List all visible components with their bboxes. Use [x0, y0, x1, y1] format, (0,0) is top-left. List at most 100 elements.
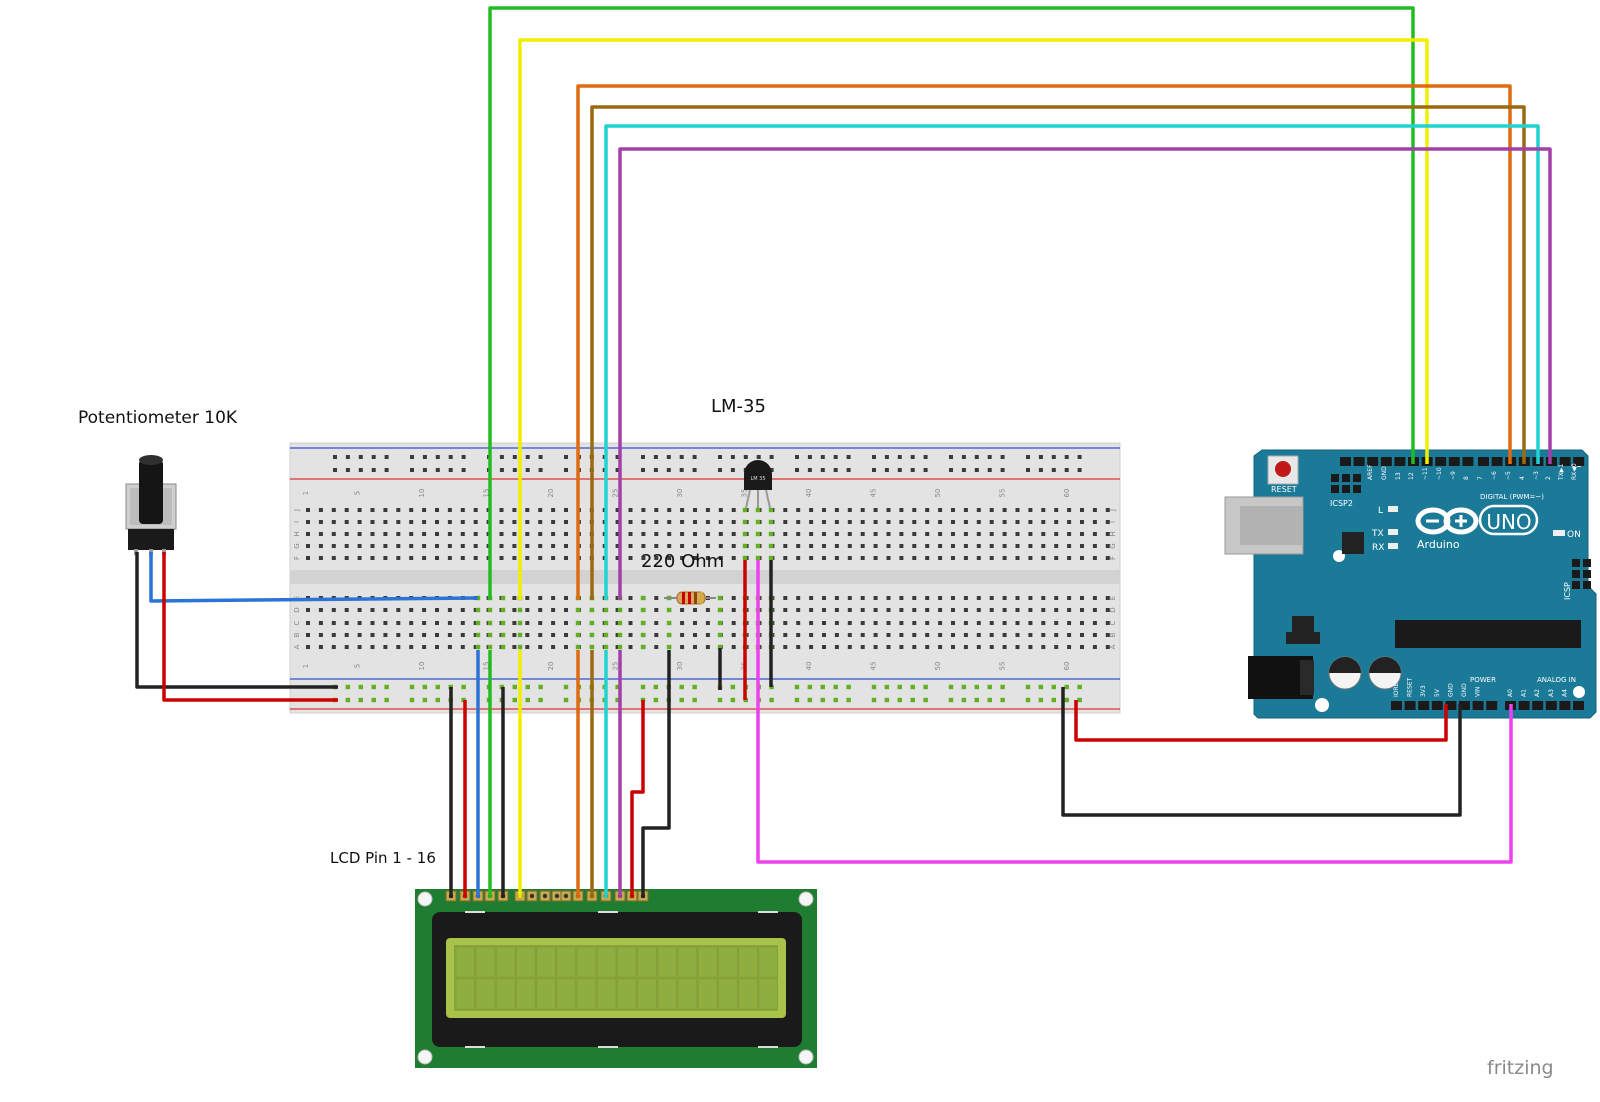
- rail-hole: [923, 468, 928, 472]
- breadboard-hole: [422, 608, 427, 612]
- rail-hole-connected: [345, 684, 351, 690]
- header-pin: [1418, 701, 1430, 710]
- rail-hole: [897, 468, 902, 472]
- breadboard-hole: [680, 556, 685, 560]
- breadboard-hole: [925, 596, 930, 600]
- rail-hole: [1026, 455, 1030, 459]
- breadboard-hole: [680, 508, 685, 512]
- breadboard-hole: [783, 633, 788, 637]
- breadboard-hole: [1067, 645, 1072, 649]
- row-letter: G: [293, 543, 301, 548]
- breadboard-hole: [886, 621, 891, 625]
- breadboard-hole: [886, 645, 891, 649]
- breadboard-hole: [989, 608, 994, 612]
- rail-hole: [615, 468, 620, 472]
- breadboard-hole: [564, 508, 568, 512]
- column-number-bottom: 50: [934, 662, 942, 671]
- connected-hole: [742, 531, 748, 537]
- led-label-on: ON: [1567, 530, 1581, 540]
- breadboard-hole: [422, 556, 427, 560]
- breadboard-hole: [796, 633, 801, 637]
- rail-hole-connected: [422, 697, 428, 703]
- wire-pot-red: [162, 552, 338, 702]
- rail-hole-connected: [1038, 684, 1044, 690]
- breadboard-hole: [951, 633, 955, 637]
- breadboard-hole: [344, 633, 349, 637]
- breadboard-hole: [357, 645, 362, 649]
- row-letter: H: [1109, 531, 1117, 536]
- breadboard-hole: [1105, 608, 1110, 612]
- breadboard-hole: [1041, 544, 1046, 548]
- rail-hole: [910, 455, 915, 459]
- rail-hole-connected: [730, 697, 736, 703]
- led-label-rx: RX: [1372, 543, 1384, 553]
- column-number-bottom: 25: [612, 662, 620, 671]
- breadboard-hole: [1080, 532, 1084, 536]
- rail-hole: [333, 455, 337, 459]
- breadboard-hole: [344, 544, 349, 548]
- breadboard-hole: [912, 621, 917, 625]
- icsp-pin: [1342, 474, 1350, 482]
- breadboard-hole: [1015, 532, 1020, 536]
- breadboard-hole: [1002, 544, 1007, 548]
- breadboard-hole: [963, 520, 968, 524]
- breadboard-hole: [460, 532, 465, 536]
- mount-hole: [417, 891, 433, 907]
- breadboard-hole: [705, 544, 710, 548]
- lcd-char-cell: [698, 946, 718, 978]
- breadboard-hole: [1080, 645, 1084, 649]
- breadboard-hole: [899, 532, 904, 536]
- breadboard-hole: [860, 621, 865, 625]
- breadboard-hole: [847, 645, 852, 649]
- breadboard-hole: [667, 520, 672, 524]
- breadboard-hole: [512, 544, 517, 548]
- rail-hole-connected: [1064, 697, 1069, 703]
- breadboard-hole: [886, 556, 891, 560]
- lcd-char-cell: [496, 946, 516, 978]
- breadboard-hole: [951, 645, 955, 649]
- breadboard-hole: [344, 621, 349, 625]
- breadboard-hole: [834, 596, 839, 600]
- breadboard-hole: [512, 596, 517, 600]
- breadboard-hole: [680, 621, 685, 625]
- breadboard-hole: [1067, 520, 1072, 524]
- breadboard-hole: [1028, 645, 1033, 649]
- breadboard-hole: [705, 508, 710, 512]
- breadboard-hole: [1028, 544, 1033, 548]
- connected-hole: [500, 595, 506, 601]
- breadboard-hole: [873, 532, 878, 536]
- breadboard-hole: [860, 556, 865, 560]
- breadboard-hole: [615, 556, 620, 560]
- connected-hole: [768, 531, 774, 537]
- connected-hole: [742, 543, 748, 549]
- breadboard-hole: [383, 544, 388, 548]
- mount-hole: [1315, 698, 1329, 712]
- breadboard-hole: [396, 544, 401, 548]
- breadboard-hole: [860, 544, 865, 548]
- breadboard-hole: [976, 608, 981, 612]
- arduino-brand: Arduino: [1417, 538, 1460, 551]
- icsp-header: [1572, 559, 1591, 589]
- row-letter: G: [1109, 543, 1117, 548]
- breadboard-hole: [538, 633, 543, 637]
- power-pin-label: 3V3: [1420, 685, 1427, 697]
- rail-hole: [525, 455, 530, 459]
- breadboard-hole: [1041, 532, 1046, 536]
- connected-hole: [517, 632, 523, 638]
- connected-hole: [666, 607, 672, 613]
- rail-hole: [1064, 455, 1069, 459]
- analog-pin-label: A0: [1507, 689, 1514, 697]
- breadboard-hole: [538, 596, 543, 600]
- breadboard-hole: [306, 556, 310, 560]
- breadboard-hole: [422, 508, 427, 512]
- lcd-char-cell: [516, 946, 536, 978]
- breadboard-hole: [925, 645, 930, 649]
- breadboard-hole: [860, 633, 865, 637]
- breadboard-hole: [680, 645, 685, 649]
- connected-hole: [640, 607, 646, 613]
- breadboard-hole: [383, 608, 388, 612]
- header-pin: [1340, 457, 1351, 466]
- breadboard-hole: [938, 544, 943, 548]
- connected-hole: [500, 632, 506, 638]
